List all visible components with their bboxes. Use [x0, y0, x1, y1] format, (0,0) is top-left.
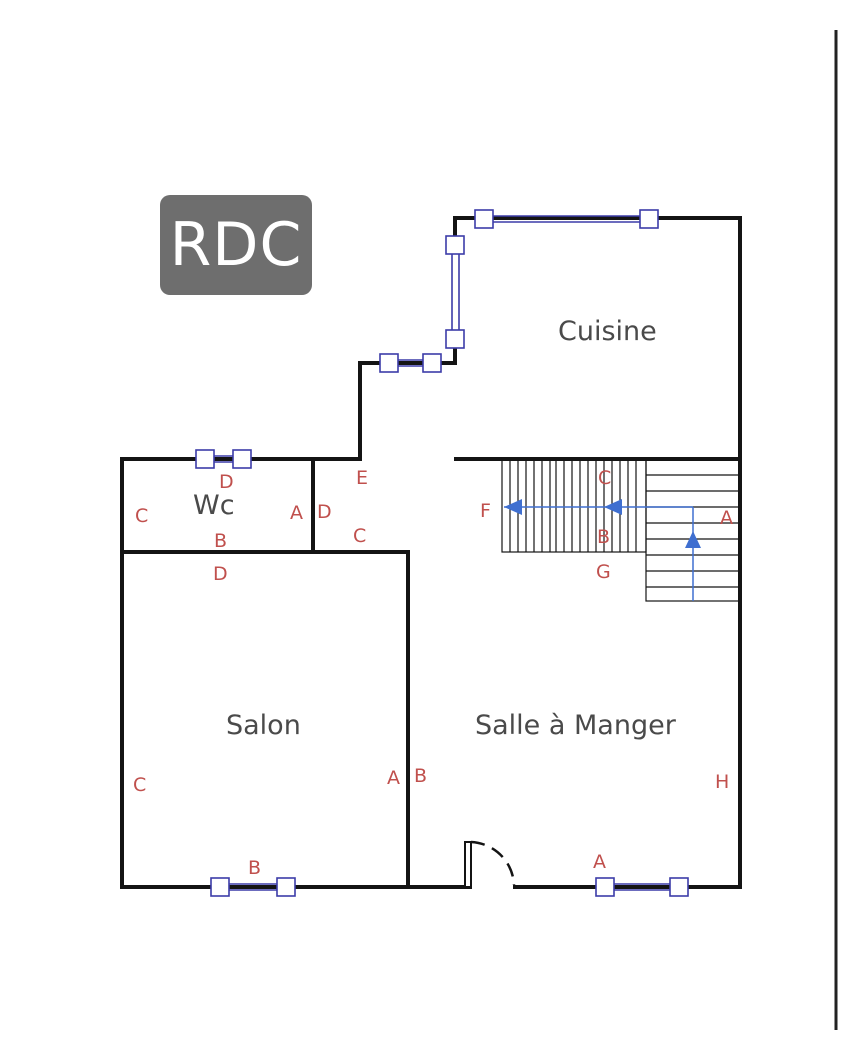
wall-marker: A	[593, 851, 606, 873]
room-label-cuisine: Cuisine	[558, 316, 657, 347]
wall-markers: D C A B D E C D C A B B H A F C B G A	[133, 467, 733, 879]
wall-marker: B	[597, 526, 610, 548]
wall-marker: A	[290, 502, 303, 524]
wall-marker: G	[596, 561, 611, 583]
room-label-salle: Salle à Manger	[475, 710, 677, 741]
room-label-salon: Salon	[226, 710, 301, 741]
wall-marker: A	[720, 507, 733, 529]
wall-marker: B	[248, 857, 261, 879]
wall-marker: D	[219, 471, 234, 493]
window-icon	[195, 209, 689, 897]
arrow-icon	[504, 499, 522, 515]
wall-marker: C	[598, 467, 611, 489]
wall-marker: A	[387, 767, 400, 789]
floor-badge: RDC	[160, 195, 312, 295]
wall-marker: B	[214, 530, 227, 552]
wall-marker: C	[135, 505, 148, 527]
wall-marker: F	[480, 500, 491, 522]
room-label-wc: Wc	[193, 490, 235, 521]
wall-marker: H	[715, 771, 729, 793]
wall-marker: D	[317, 501, 332, 523]
wall-marker: D	[213, 563, 228, 585]
arrow-icon	[685, 531, 701, 548]
door-swing-icon	[464, 840, 516, 888]
wall-marker: E	[356, 467, 368, 489]
staircase	[501, 458, 741, 602]
wall-marker: C	[133, 774, 146, 796]
arrow-icon	[604, 499, 622, 515]
wall-marker: B	[414, 765, 427, 787]
wall-marker: C	[353, 525, 366, 547]
